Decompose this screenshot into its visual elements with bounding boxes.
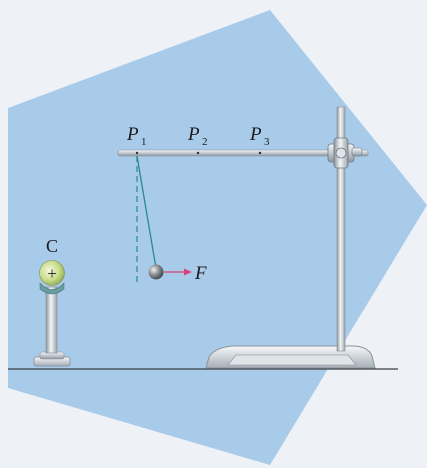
p2-subscript: 2 bbox=[202, 136, 208, 148]
support-stand bbox=[117, 106, 376, 369]
p1-mark bbox=[135, 151, 139, 155]
charge-sign: + bbox=[47, 264, 57, 283]
charge-sphere bbox=[39, 260, 65, 286]
charge-stand-post bbox=[45, 286, 58, 354]
charged-ball bbox=[148, 264, 164, 280]
p2-label: P bbox=[187, 124, 200, 145]
stand-pole bbox=[336, 106, 346, 352]
rod-clamp bbox=[327, 137, 363, 169]
suspension-thread bbox=[136, 155, 157, 269]
p3-mark bbox=[258, 151, 262, 155]
charge-stand bbox=[33, 260, 71, 367]
charge-label: C bbox=[46, 236, 58, 256]
p1-label: P bbox=[126, 124, 139, 145]
force-arrow bbox=[164, 268, 192, 276]
horizontal-rod bbox=[117, 149, 369, 157]
p2-mark bbox=[196, 151, 200, 155]
p3-subscript: 3 bbox=[264, 136, 270, 148]
backdrop-pentagon bbox=[8, 10, 427, 465]
stand-base-slot bbox=[227, 354, 357, 366]
p3-label: P bbox=[249, 124, 262, 145]
p1-subscript: 1 bbox=[141, 136, 147, 148]
force-label: F bbox=[194, 263, 207, 284]
